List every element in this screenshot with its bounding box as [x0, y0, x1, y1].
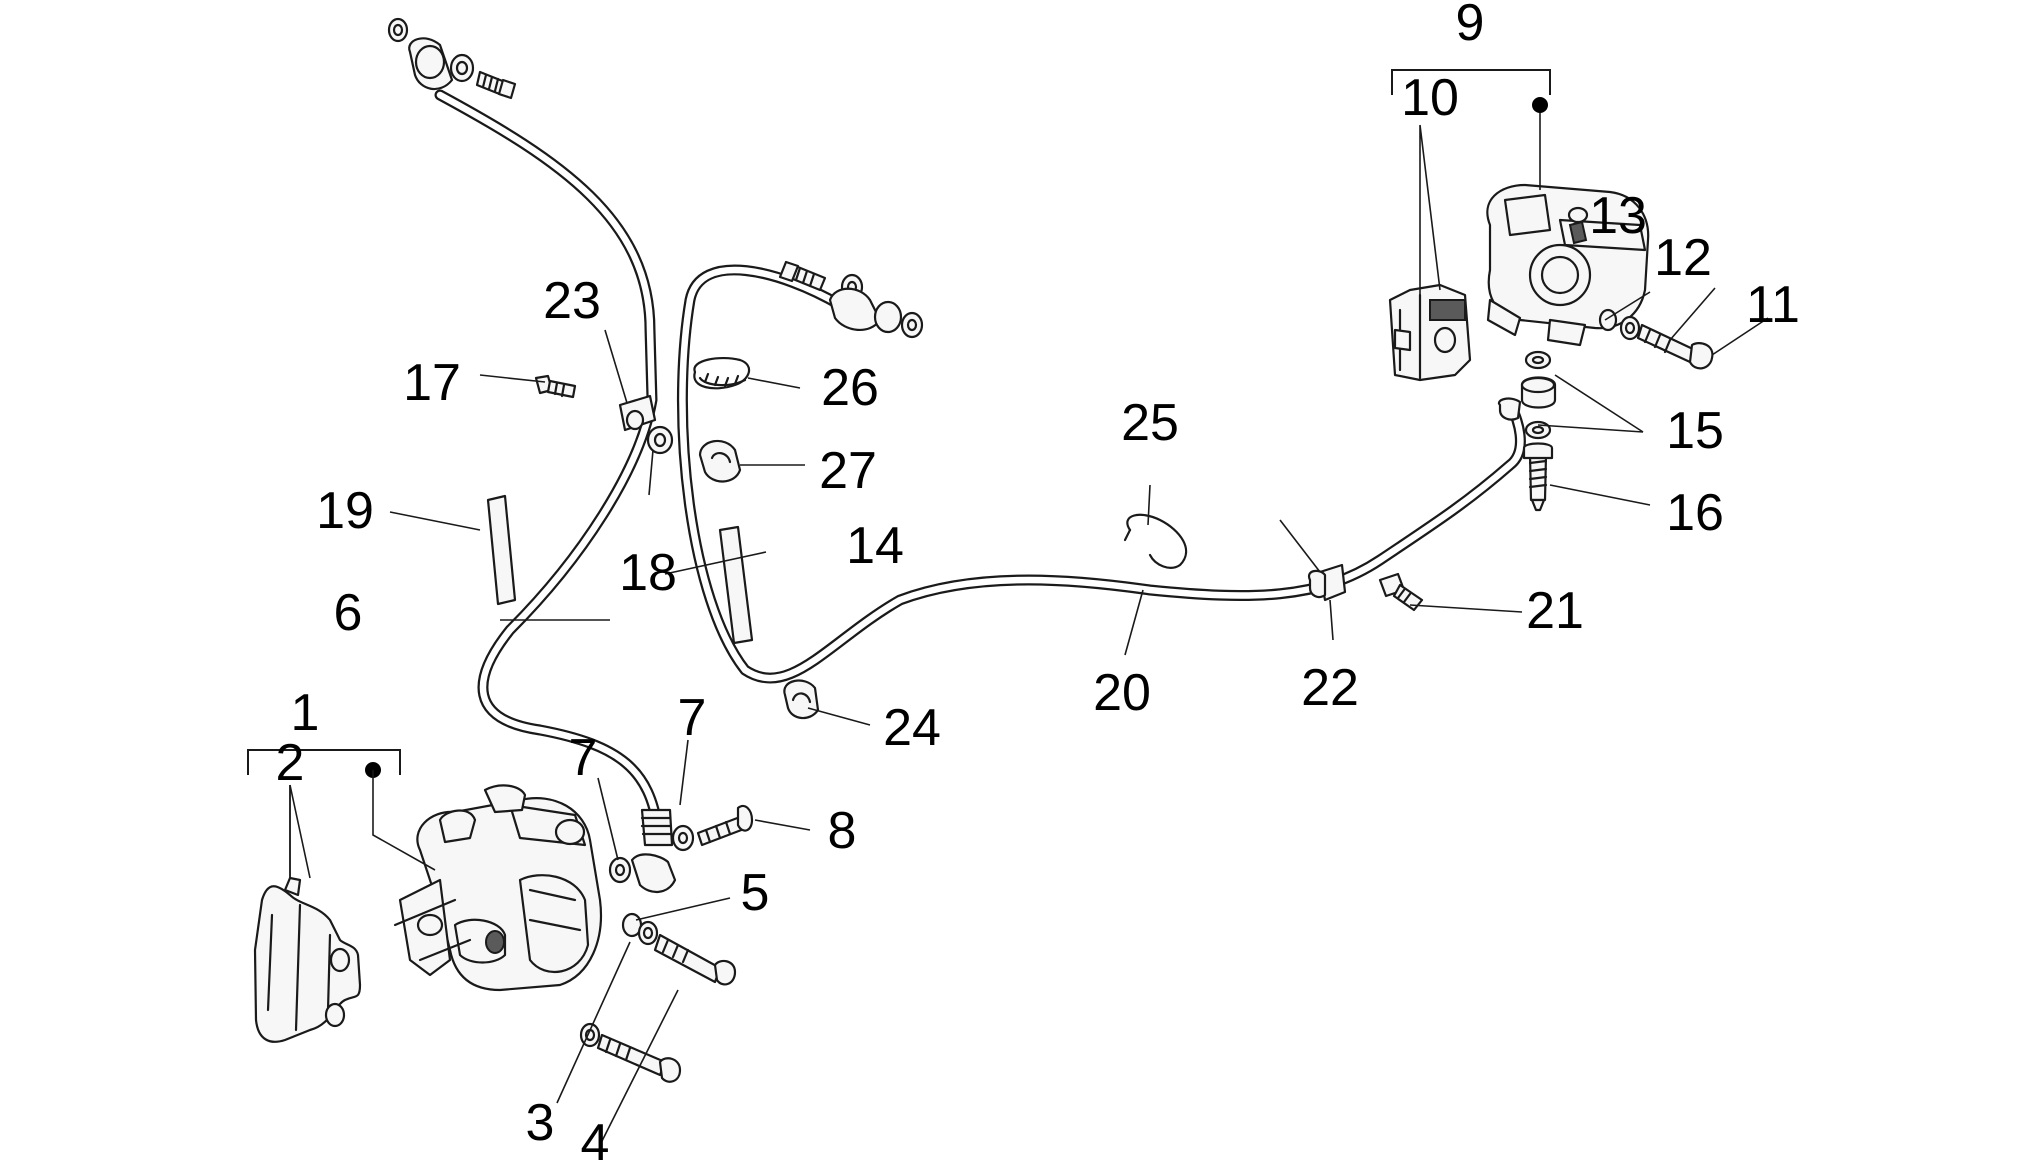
brake-hose-6 — [434, 89, 664, 836]
hose-clip-27 — [698, 439, 742, 483]
callout-4: 4 — [581, 1114, 610, 1167]
callout-21: 21 — [1526, 582, 1584, 640]
rear-brake-caliper — [1486, 183, 1650, 347]
callout-26: 26 — [821, 359, 879, 417]
callout-20: 20 — [1093, 664, 1151, 722]
front-brake-pads — [253, 876, 362, 1043]
callout-23: 23 — [543, 272, 601, 330]
callout-7a: 7 — [569, 729, 598, 787]
callout-2: 2 — [276, 734, 305, 792]
callout-18: 18 — [619, 544, 677, 602]
rear-brake-pads — [1388, 283, 1472, 382]
callout-6: 6 — [334, 584, 363, 642]
callout-3: 3 — [526, 1094, 555, 1152]
middle-banjo-fitting — [778, 260, 924, 339]
callout-11: 11 — [1746, 276, 1800, 334]
brake-hoses — [434, 89, 1526, 836]
callout-16: 16 — [1666, 484, 1724, 542]
callout-12: 12 — [1654, 229, 1712, 287]
callout-25: 25 — [1121, 394, 1179, 452]
hose-clamp-26 — [693, 357, 751, 390]
caliper-bolts — [579, 804, 754, 1083]
callout-1: 1 — [291, 684, 320, 742]
callout-10: 10 — [1401, 69, 1459, 127]
callout-labels: 1 2 3 4 5 6 7 7 8 9 10 11 12 13 14 15 16… — [276, 0, 1800, 1167]
callout-19: 19 — [316, 482, 374, 540]
callout-5: 5 — [741, 864, 770, 922]
hose-clip-23 — [618, 394, 657, 432]
callout-7b: 7 — [678, 689, 707, 747]
callout-27: 27 — [819, 442, 877, 500]
callout-9: 9 — [1456, 0, 1485, 52]
callout-15: 15 — [1666, 402, 1724, 460]
group-dot-9 — [1532, 97, 1548, 113]
rear-caliper-hardware — [1497, 308, 1714, 512]
callout-22: 22 — [1301, 659, 1359, 717]
leader-lines — [289, 287, 1769, 1146]
top-left-banjo-fitting — [387, 17, 517, 100]
bolt-17 — [534, 374, 577, 399]
hose-clamp-25 — [1123, 513, 1188, 569]
group-bracket-9 — [1391, 69, 1551, 295]
callout-8: 8 — [828, 802, 857, 860]
nut-18 — [646, 425, 674, 455]
callout-17: 17 — [403, 354, 461, 412]
hose-clip-24 — [783, 679, 820, 720]
hose-bracket-22 — [1307, 563, 1347, 602]
hose-sleeve-14 — [718, 525, 754, 645]
callout-24: 24 — [883, 699, 941, 757]
hose-sleeve-19 — [486, 494, 517, 606]
callout-14: 14 — [846, 517, 904, 575]
callout-13: 13 — [1589, 187, 1647, 245]
bolt-21 — [1378, 572, 1424, 612]
front-brake-caliper — [393, 784, 602, 992]
